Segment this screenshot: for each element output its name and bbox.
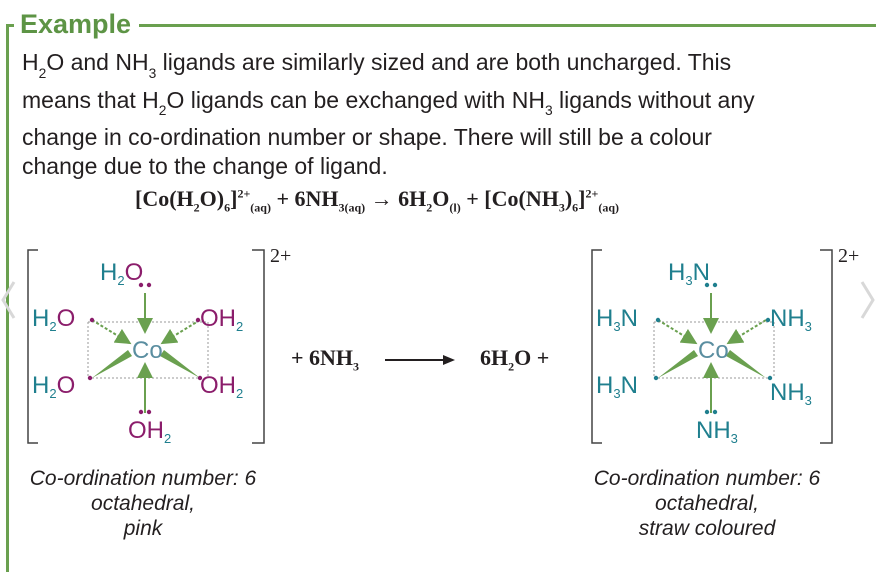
left-ligand-upper-left: H2O	[32, 305, 75, 334]
intro-line-1: H2O and NH3 ligands are similarly sized …	[22, 49, 732, 81]
reaction-equation: [Co(H2O)6]2+(aq) + 6NH3(aq) → 6H2O(l) + …	[135, 186, 619, 215]
reaction-arrow	[384, 354, 455, 365]
right-cobalt-atom: Co	[698, 337, 729, 364]
right-caption: Co-ordination number: 6 octahedral, stra…	[593, 467, 821, 540]
intro-line-2: means that H2O ligands can be exchanged …	[22, 86, 755, 119]
left-ligand-bottom: OH2	[128, 417, 171, 446]
right-ligand-bottom: NH3	[696, 417, 738, 446]
intro-paragraph: H2O and NH3 ligands are similarly sized …	[22, 48, 862, 181]
middle-reaction: + 6NH3 6H2O +	[291, 345, 550, 374]
previous-page-chevron-icon[interactable]	[0, 280, 16, 320]
right-ligand-upper-right: NH3	[770, 305, 812, 334]
right-bracket-open	[591, 249, 602, 444]
right-charge: 2+	[838, 245, 859, 267]
left-ligand-upper-right: OH2	[200, 305, 243, 334]
left-bracket-open	[27, 249, 38, 444]
right-ligand-upper-left: H3N	[596, 305, 638, 334]
intro-line-4: change due to the change of ligand.	[22, 153, 388, 180]
left-charge: 2+	[270, 245, 291, 267]
left-bracket-close	[252, 249, 265, 444]
right-ligand-top: H3N	[668, 259, 710, 288]
right-ligand-lower-left: H3N	[596, 372, 638, 401]
left-caption: Co-ordination number: 6 octahedral, pink	[29, 467, 257, 540]
intro-line-3: change in co-ordination number or shape.…	[22, 124, 712, 151]
right-bracket-close	[820, 249, 833, 444]
right-ligand-lower-right: NH3	[770, 379, 812, 408]
section-heading: Example	[14, 8, 140, 40]
left-cobalt-atom: Co	[132, 337, 163, 364]
example-frame	[6, 24, 876, 572]
ammine-complex-diagram: 2+ Co H3N H3N NH3 H3N NH3 NH3	[591, 245, 859, 446]
left-ligand-top: H2O	[100, 259, 143, 288]
left-ligand-lower-right: OH2	[200, 372, 243, 401]
next-page-chevron-icon[interactable]	[860, 280, 876, 320]
left-ligand-lower-left: H2O	[32, 372, 75, 401]
aqua-complex-diagram: 2+ Co H2O H2O OH2 H2O OH2 OH2	[27, 245, 291, 446]
